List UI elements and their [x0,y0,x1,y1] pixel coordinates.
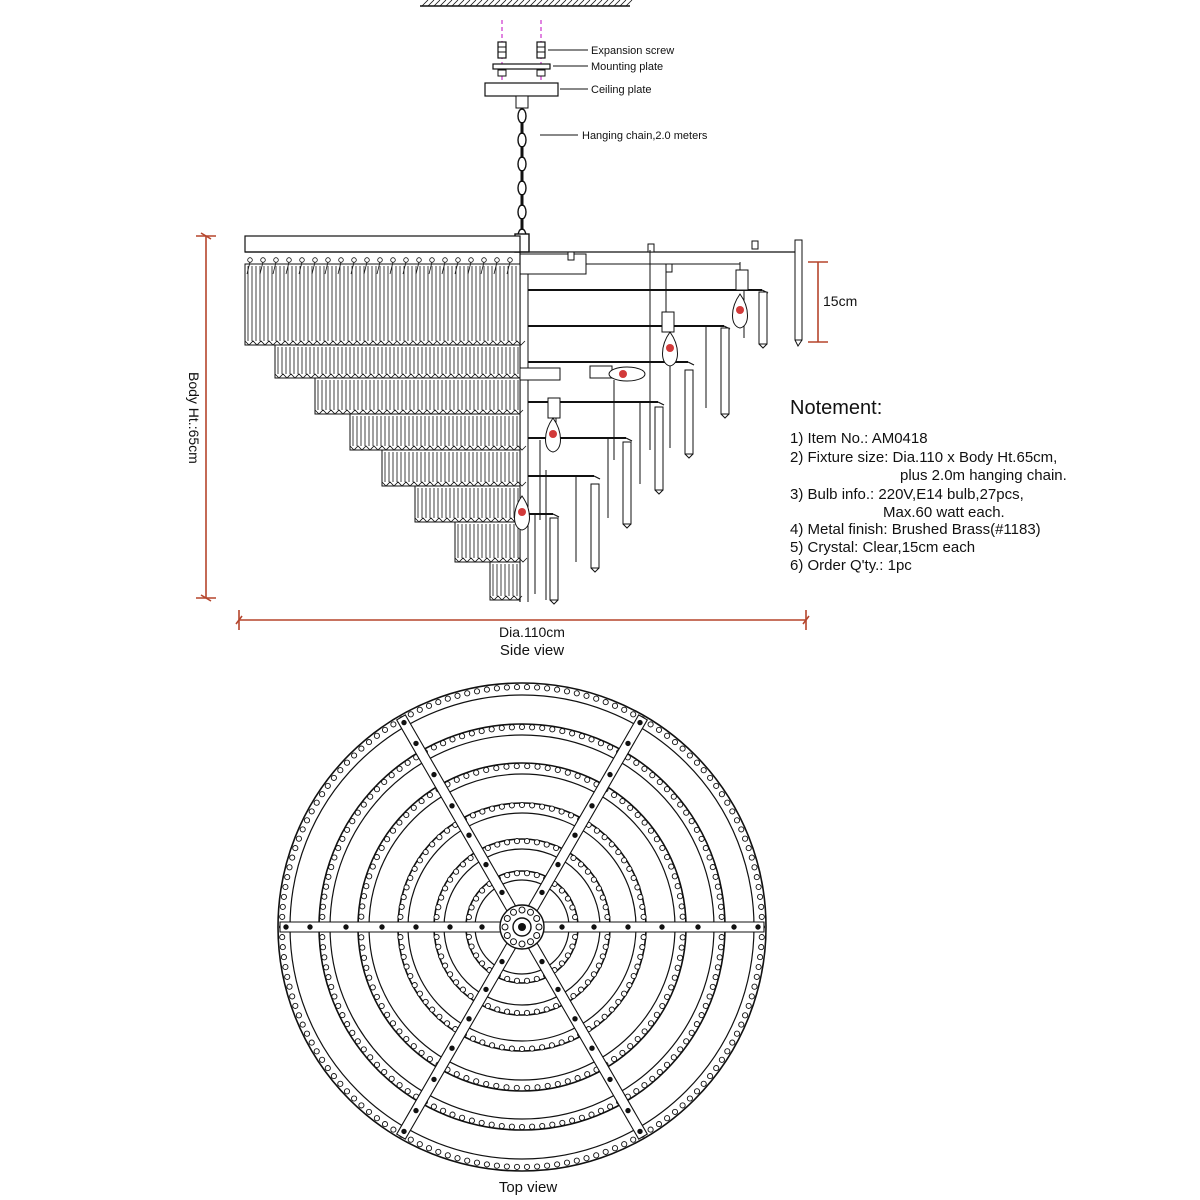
note-line: 3) Bulb info.: 220V,E14 bulb,27pcs, [790,486,1024,503]
note-line: 5) Crystal: Clear,15cm each [790,539,975,556]
callouts: Expansion screw Mounting plate Ceiling p… [540,45,708,142]
top-view [277,682,767,1172]
crystal-length-label: 15cm [823,293,857,309]
top-view-caption: Top view [499,1179,558,1196]
note-line: 2) Fixture size: Dia.110 x Body Ht.65cm, [790,449,1057,466]
notes-block: Notement: 1) Item No.: AM0418 2) Fixture… [790,397,1067,574]
mounting-plate-label: Mounting plate [591,61,663,73]
diameter-label: Dia.110cm [499,624,565,640]
expansion-screw-label: Expansion screw [591,45,674,57]
side-view [244,235,803,605]
ceiling-plate-label: Ceiling plate [591,84,652,96]
note-line: plus 2.0m hanging chain. [900,467,1067,484]
hanging-chain-label: Hanging chain,2.0 meters [582,130,708,142]
note-line: 4) Metal finish: Brushed Brass(#1183) [790,521,1041,538]
mounting-plate [492,63,551,77]
ceiling-plate [484,82,559,97]
side-view-caption: Side view [500,642,564,659]
note-line: Max.60 watt each. [883,504,1005,521]
note-line: 1) Item No.: AM0418 [790,430,928,447]
note-line: 6) Order Q'ty.: 1pc [790,557,912,574]
body-height-label: Body Ht.:65cm [186,372,202,464]
hanging-chain [514,95,530,253]
dimensions [196,232,828,630]
ceiling [420,0,633,7]
notes-title: Notement: [790,397,882,419]
